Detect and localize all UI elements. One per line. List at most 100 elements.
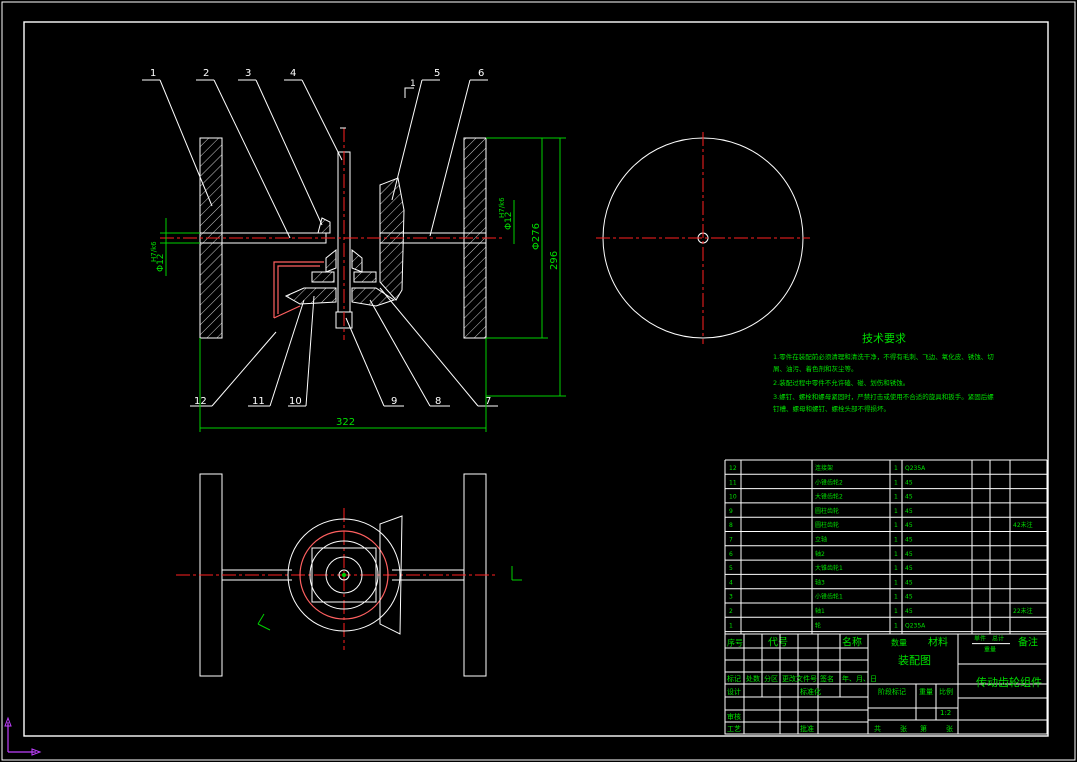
svg-text:批准: 批准 bbox=[800, 724, 814, 733]
bom-cell-no: 4 bbox=[729, 579, 733, 586]
bom-cell-material: 45 bbox=[905, 522, 913, 529]
svg-text:1: 1 bbox=[150, 68, 156, 79]
top-view bbox=[176, 473, 522, 677]
bom-cell-qty: 1 bbox=[894, 565, 898, 572]
gear-8 bbox=[351, 248, 363, 273]
view-mark-right bbox=[511, 566, 522, 581]
drawing-name: 装配图 bbox=[898, 654, 931, 667]
svg-text:钉槽、螺母和螺钉、螺栓头部不得损坏。: 钉槽、螺母和螺钉、螺栓头部不得损坏。 bbox=[773, 404, 890, 413]
svg-text:1.零件在装配前必须清理和清洗干净，不得有毛刺、飞边、氧化皮: 1.零件在装配前必须清理和清洗干净，不得有毛刺、飞边、氧化皮、锈蚀、切 bbox=[773, 352, 994, 361]
bom-cell-qty: 1 bbox=[894, 537, 898, 544]
section-mark-top bbox=[404, 87, 414, 98]
balloon-leaders-top bbox=[142, 79, 488, 239]
bom-cell-name: 小锥齿轮2 bbox=[815, 478, 843, 486]
svg-text:6: 6 bbox=[478, 68, 484, 79]
gear-9 bbox=[325, 248, 337, 273]
bom-cell-name: 大锥齿轮1 bbox=[815, 564, 843, 572]
bom-cell-name: 轮 bbox=[815, 621, 821, 629]
bom-cell-no: 11 bbox=[729, 479, 737, 486]
title-mark: 标记 bbox=[727, 674, 741, 683]
bom-cell-material: 45 bbox=[905, 494, 913, 501]
tech-requirements: 技术要求 1.零件在装配前必须清理和清洗干净，不得有毛刺、飞边、氧化皮、锈蚀、切… bbox=[773, 332, 994, 413]
bom-header-total: 总计 bbox=[992, 635, 1004, 643]
svg-text:Φ12: Φ12 bbox=[156, 253, 166, 272]
svg-text:更改文件号: 更改文件号 bbox=[782, 674, 817, 683]
svg-text:9: 9 bbox=[391, 396, 397, 407]
svg-text:7: 7 bbox=[485, 396, 491, 407]
big-bevel-gear-2 bbox=[284, 287, 337, 305]
bom-cell-qty: 1 bbox=[894, 608, 898, 615]
svg-text:H7/k6: H7/k6 bbox=[498, 197, 506, 218]
bom-cell-name: 圆柱齿轮 bbox=[815, 507, 839, 515]
svg-text:年、月、日: 年、月、日 bbox=[842, 674, 877, 683]
svg-text:第: 第 bbox=[920, 724, 927, 733]
bom-header-weight: 重量 bbox=[984, 646, 996, 654]
bom-cell-no: 12 bbox=[729, 465, 737, 472]
svg-text:322: 322 bbox=[336, 417, 355, 428]
bom-cell-no: 10 bbox=[729, 494, 737, 501]
bom-cell-name: 小锥齿轮1 bbox=[815, 593, 843, 601]
small-bevel-gear-2 bbox=[351, 287, 396, 307]
bom-cell-qty: 1 bbox=[894, 465, 898, 472]
svg-text:比例: 比例 bbox=[939, 687, 953, 696]
bom-cell-qty: 1 bbox=[894, 579, 898, 586]
bom-cell-material: 45 bbox=[905, 537, 913, 544]
bom-header-no: 序号 bbox=[727, 638, 743, 648]
bom-cell-no: 3 bbox=[729, 594, 733, 601]
bom-cell-qty: 1 bbox=[894, 622, 898, 629]
svg-text:2.装配过程中零件不允许磕、碰、划伤和锈蚀。: 2.装配过程中零件不允许磕、碰、划伤和锈蚀。 bbox=[773, 378, 909, 387]
scale-value: 1:2 bbox=[940, 709, 951, 717]
bom-cell-name: 轴1 bbox=[815, 607, 825, 615]
svg-text:3: 3 bbox=[245, 68, 251, 79]
bom-header-note: 备注 bbox=[1018, 636, 1038, 649]
bom-cell-name: 立轴 bbox=[815, 536, 827, 544]
svg-text:重量: 重量 bbox=[919, 688, 933, 696]
bom-cell-name: 连接架 bbox=[815, 464, 833, 472]
side-view bbox=[596, 132, 810, 344]
svg-text:4: 4 bbox=[290, 68, 296, 79]
gear-block-right bbox=[353, 271, 377, 283]
svg-text:11: 11 bbox=[252, 396, 265, 407]
svg-text:审核: 审核 bbox=[727, 712, 741, 721]
svg-text:Φ12: Φ12 bbox=[504, 211, 514, 230]
bom-cell-no: 1 bbox=[729, 622, 733, 629]
bom-cell-no: 8 bbox=[729, 522, 733, 529]
dimension-diameter: Φ276 bbox=[486, 138, 548, 339]
bom-cell-material: 45 bbox=[905, 608, 913, 615]
dimension-height: 296 bbox=[486, 137, 566, 397]
balloon-leaders-bottom bbox=[190, 287, 498, 407]
gear-inner bbox=[309, 540, 379, 610]
top-bevel-gear bbox=[379, 515, 403, 635]
bom-cell-material: 45 bbox=[905, 594, 913, 601]
bom-cell-no: 7 bbox=[729, 537, 733, 544]
gear-outer bbox=[287, 518, 401, 632]
front-view: 1 bbox=[142, 68, 566, 432]
bom-cell-qty: 1 bbox=[894, 494, 898, 501]
svg-text:3.螺钉、螺栓和螺母紧固时，严禁打击或使用不合适的旋具和扳手: 3.螺钉、螺栓和螺母紧固时，严禁打击或使用不合适的旋具和扳手。紧固后螺 bbox=[773, 392, 994, 401]
bom-header-single: 单件 bbox=[974, 635, 986, 643]
bom-cell-material: 45 bbox=[905, 479, 913, 486]
svg-text:处数: 处数 bbox=[746, 674, 760, 683]
bom-cell-qty: 1 bbox=[894, 594, 898, 601]
dimension-axle-left: Φ12 H7/k6 bbox=[150, 218, 200, 276]
svg-text:H7/k6: H7/k6 bbox=[150, 241, 158, 262]
bom-cell-name: 轴2 bbox=[815, 550, 825, 558]
bom-cell-no: 9 bbox=[729, 508, 733, 515]
svg-text:屑、油污、着色剂和灰尘等。: 屑、油污、着色剂和灰尘等。 bbox=[773, 364, 858, 373]
svg-text:标准化: 标准化 bbox=[800, 687, 821, 696]
svg-text:8: 8 bbox=[435, 396, 441, 407]
bom-cell-name: 轴3 bbox=[815, 578, 825, 586]
svg-text:张: 张 bbox=[900, 724, 907, 733]
svg-text:张: 张 bbox=[946, 724, 953, 733]
bom-cell-qty: 1 bbox=[894, 508, 898, 515]
bom-cell-no: 6 bbox=[729, 551, 733, 558]
gear-hub bbox=[325, 556, 363, 594]
bom-cell-qty: 1 bbox=[894, 522, 898, 529]
bom-cell-material: 45 bbox=[905, 579, 913, 586]
bom-header-name: 名称 bbox=[842, 636, 862, 649]
connecting-frame-base bbox=[273, 305, 301, 319]
svg-text:5: 5 bbox=[434, 68, 440, 79]
svg-text:2: 2 bbox=[203, 68, 209, 79]
